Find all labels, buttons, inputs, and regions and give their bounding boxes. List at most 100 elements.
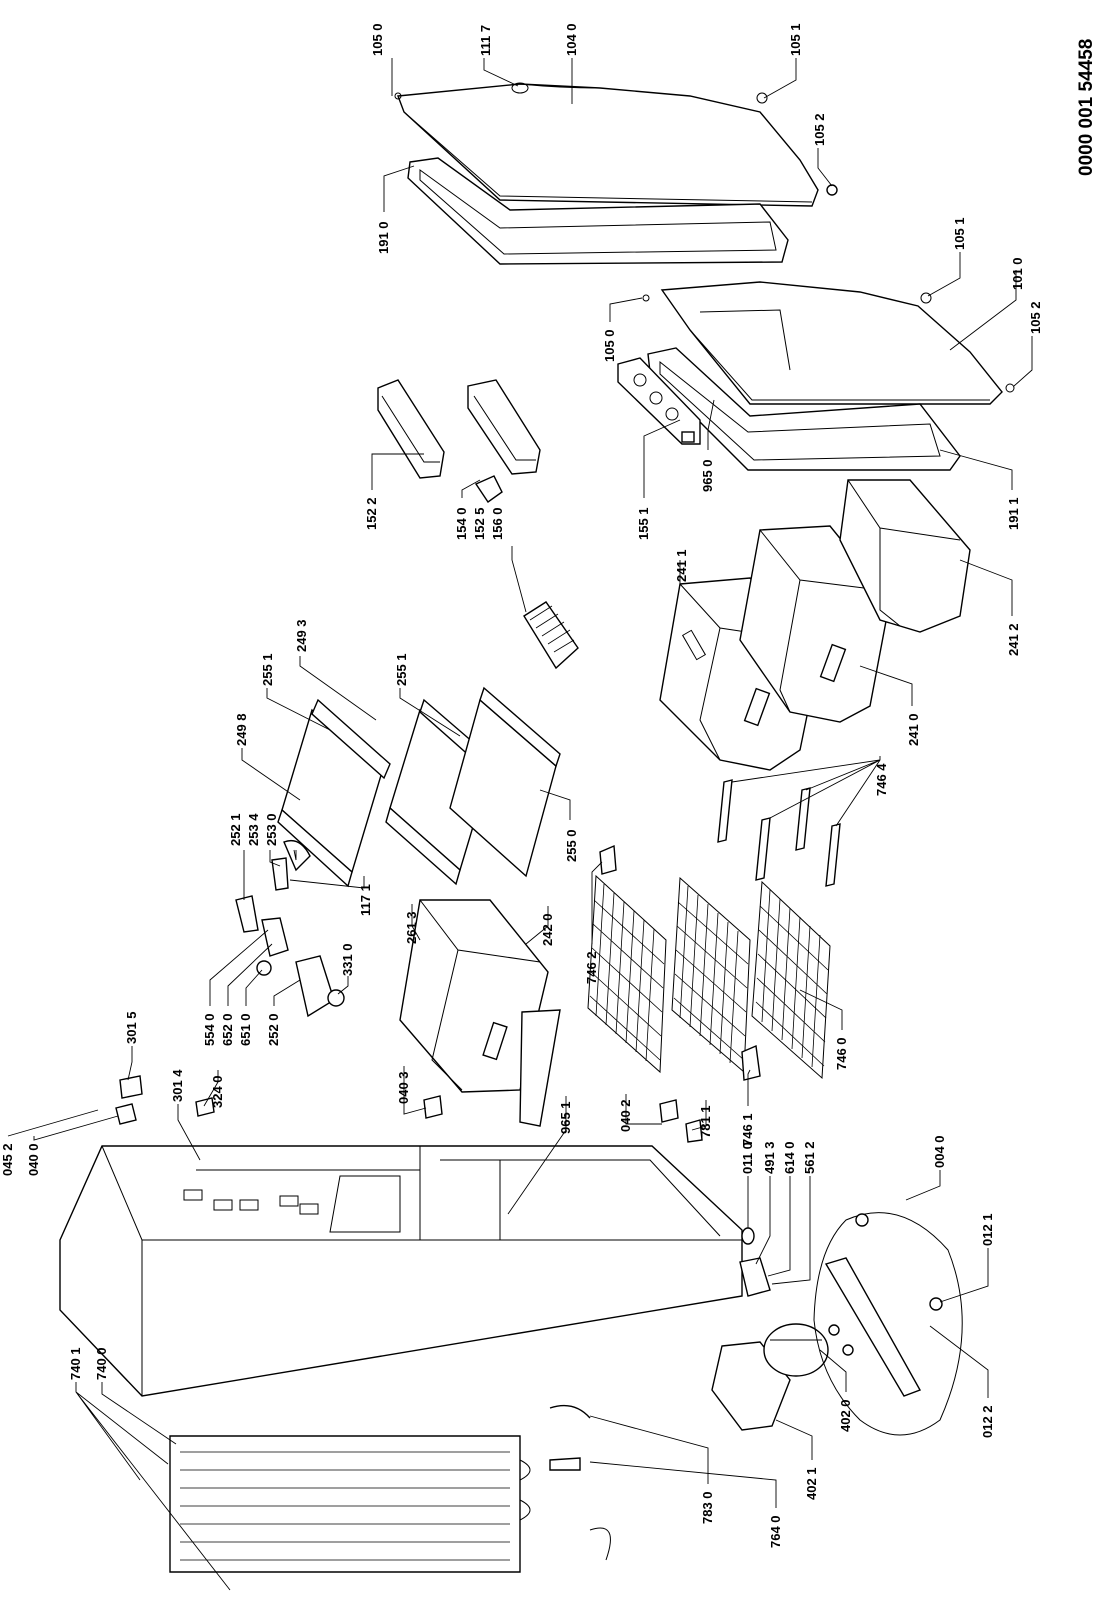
part-label: 746 4 — [874, 763, 889, 796]
part-label: 301 4 — [170, 1069, 185, 1102]
part-label: 651 0 — [238, 1013, 253, 1046]
part-label: 004 0 — [932, 1135, 947, 1168]
part-label: 253 4 — [246, 813, 261, 846]
middle-hinge — [423, 1095, 443, 1119]
part-label: 324 0 — [210, 1075, 225, 1108]
part-label: 255 1 — [260, 653, 275, 686]
lamp-and-fan-assembly — [235, 839, 345, 1018]
part-label: 249 3 — [294, 619, 309, 652]
leader-lines — [7, 58, 1033, 1591]
part-label: 191 0 — [376, 221, 391, 254]
filter-drier — [549, 1457, 581, 1471]
part-label: 491 3 — [762, 1141, 777, 1174]
part-label: 614 0 — [782, 1141, 797, 1174]
egg-rack-cover — [474, 475, 503, 503]
part-label: 117 1 — [358, 884, 373, 916]
part-label: 554 0 — [202, 1013, 217, 1046]
part-label: 746 0 — [834, 1037, 849, 1070]
part-label: 105 2 — [812, 113, 827, 146]
part-label: 241 0 — [906, 713, 921, 746]
part-label: 301 5 — [124, 1011, 139, 1044]
part-label: 111 7 — [478, 25, 493, 56]
part-label: 255 1 — [394, 653, 409, 686]
wire-shelf-2 — [671, 876, 751, 1074]
part-label: 012 2 — [980, 1405, 995, 1438]
capillary-tube — [589, 1527, 611, 1561]
part-label: 105 0 — [602, 329, 617, 362]
relay-box — [739, 1257, 771, 1297]
compressor-mounting-plate — [813, 1212, 963, 1436]
freezer-drawer-bottom — [839, 479, 971, 633]
part-label: 965 1 — [558, 1101, 573, 1134]
part-label: 242 0 — [540, 913, 555, 946]
cover-plate — [195, 1097, 215, 1117]
condenser — [169, 1435, 531, 1573]
upper-door — [394, 82, 819, 207]
part-label: 156 0 — [490, 507, 505, 540]
glass-shelf-upper — [277, 698, 391, 888]
part-label: 040 2 — [618, 1099, 633, 1132]
freezer-control-panel — [617, 357, 701, 445]
drain-pipe — [549, 1404, 591, 1419]
part-label: 740 1 — [68, 1347, 83, 1380]
part-label: 255 0 — [564, 829, 579, 862]
shelf-support-upper — [599, 844, 617, 875]
part-label: 652 0 — [220, 1013, 235, 1046]
part-label: 154 0 — [454, 507, 469, 540]
part-labels: 105 0 111 7 104 0 105 1 105 2 191 0 105 … — [0, 23, 1043, 1548]
part-label: 781 1 — [698, 1105, 713, 1138]
drawer-rails — [717, 779, 841, 887]
part-label: 011 0 — [740, 1142, 755, 1174]
hinge-bracket-top — [115, 1103, 137, 1125]
part-label: 764 0 — [768, 1515, 783, 1548]
part-label: 105 0 — [370, 23, 385, 56]
part-label: 012 1 — [980, 1213, 995, 1246]
part-label: 101 0 — [1010, 257, 1025, 290]
part-label: 105 1 — [788, 23, 803, 56]
foot — [741, 1227, 755, 1245]
part-label: 331 0 — [340, 943, 355, 976]
lower-door — [642, 281, 1015, 405]
part-label: 152 2 — [364, 497, 379, 530]
shelf-support-lower — [741, 1044, 761, 1081]
freezer-drawer-middle — [739, 525, 891, 723]
part-label: 252 0 — [266, 1013, 281, 1046]
part-label: 152 5 — [472, 507, 487, 540]
part-label: 249 8 — [234, 713, 249, 746]
wire-shelf-3 — [751, 880, 831, 1080]
part-label: 252 1 — [228, 813, 243, 846]
hinge-cap — [826, 184, 838, 196]
vegetable-crisper — [399, 899, 561, 1127]
part-label: 040 3 — [396, 1071, 411, 1104]
part-label: 783 0 — [700, 1491, 715, 1524]
wire-shelf-1 — [587, 874, 667, 1074]
part-label: 105 2 — [1028, 301, 1043, 334]
hinge-cover — [119, 1075, 143, 1099]
part-label: 105 1 — [952, 217, 967, 250]
part-label: 402 0 — [838, 1399, 853, 1432]
part-label: 746 1 — [740, 1113, 755, 1146]
part-label: 965 0 — [700, 459, 715, 492]
document-number: 0000 001 54458 — [1076, 39, 1097, 176]
part-label: 402 1 — [804, 1467, 819, 1500]
door-balcony-upper — [377, 379, 445, 479]
egg-tray — [523, 601, 579, 670]
part-label: 045 2 — [0, 1143, 15, 1176]
refrigerator-cabinet — [59, 1145, 743, 1397]
upper-door-gasket — [407, 157, 789, 265]
lower-hinge — [685, 1119, 703, 1143]
part-label: 191 1 — [1006, 497, 1021, 530]
part-label: 241 2 — [1006, 623, 1021, 656]
glass-shelf-lower — [449, 686, 561, 878]
part-label: 155 1 — [636, 507, 651, 540]
compressor — [763, 1323, 829, 1377]
part-label: 561 2 — [802, 1141, 817, 1174]
door-balcony-lower — [467, 379, 541, 475]
part-label: 104 0 — [564, 23, 579, 56]
part-label: 261 3 — [404, 911, 419, 944]
middle-hinge-2 — [659, 1099, 679, 1123]
part-label: 746 2 — [584, 951, 599, 984]
part-label: 253 0 — [264, 813, 279, 846]
part-label: 241 1 — [674, 549, 689, 582]
